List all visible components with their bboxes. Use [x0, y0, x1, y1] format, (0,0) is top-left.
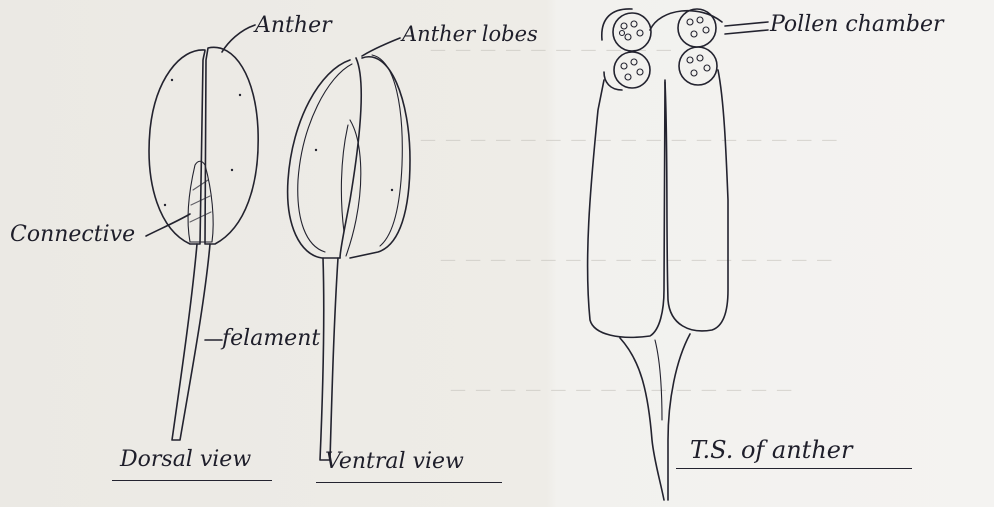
caption-dorsal-underline: [112, 480, 272, 481]
caption-ts-anther: T.S. of anther: [690, 436, 852, 464]
dorsal-view-figure: [149, 47, 258, 440]
connective-pointer: [146, 214, 190, 236]
ventral-filament: [320, 258, 338, 460]
dorsal-left-lobe: [149, 50, 205, 244]
label-filament: felament: [222, 326, 320, 351]
caption-ventral-underline: [316, 482, 502, 483]
ts-stalk: [620, 334, 690, 500]
label-pollen-chamber: Pollen chamber: [770, 12, 944, 37]
label-anther-lobes: Anther lobes: [402, 22, 538, 46]
pollen-grains: [620, 17, 711, 80]
ts-right-column: [665, 70, 728, 331]
ts-left-column: [588, 80, 665, 337]
ventral-right-lobe: [350, 57, 410, 258]
caption-ventral-view: Ventral view: [325, 449, 464, 474]
pollen-chamber-2: [614, 52, 650, 88]
ts-anther-figure: [588, 9, 768, 500]
dorsal-filament: [172, 244, 210, 440]
ventral-left-lobe: [288, 60, 350, 258]
pollen-chamber-4: [679, 47, 717, 85]
ventral-view-figure: [288, 55, 410, 460]
label-anther: Anther: [255, 13, 332, 38]
caption-ts-underline: [676, 468, 912, 469]
pollen-chamber-1: [613, 13, 651, 51]
anther-pointer: [222, 25, 255, 52]
pollen-chamber-pointer: [725, 22, 768, 34]
anther-lobes-pointer: [362, 38, 400, 56]
label-connective: Connective: [10, 222, 135, 247]
caption-dorsal-view: Dorsal view: [120, 447, 251, 472]
